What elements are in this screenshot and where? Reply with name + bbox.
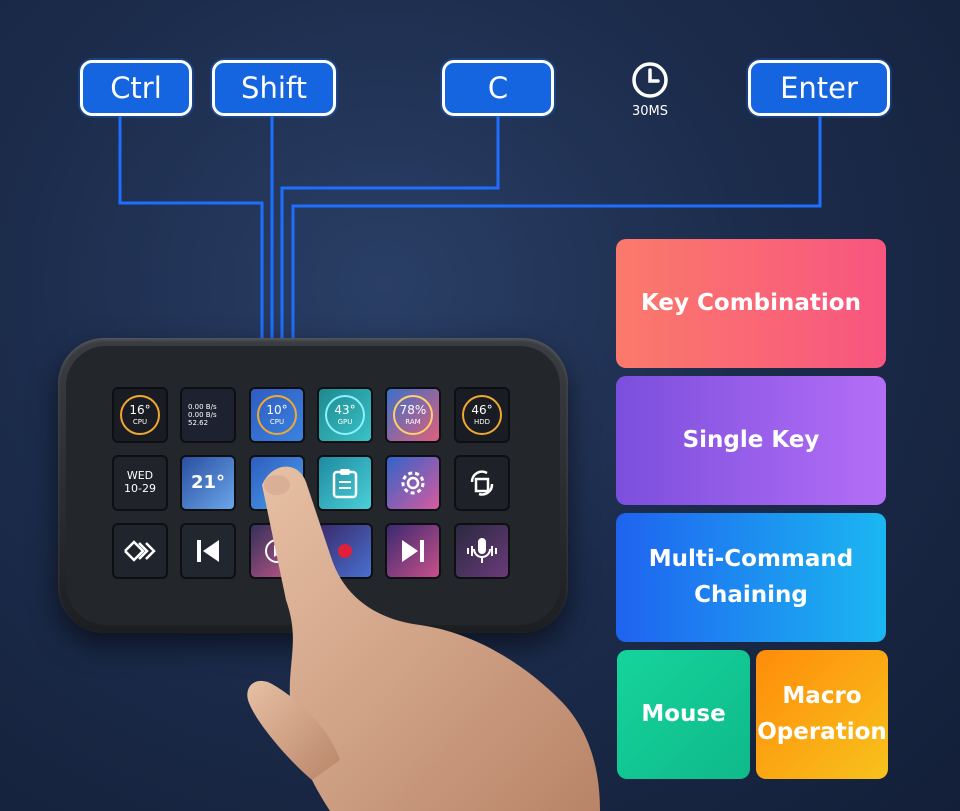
hdd-temp-value: 46°: [471, 403, 493, 418]
gpu-temp-sub: GPU: [337, 417, 353, 426]
cpu-temp-key[interactable]: 16°CPU: [112, 387, 168, 443]
cpu-temp-key-2[interactable]: 10°CPU: [249, 387, 305, 443]
multi-command-label-line1: Multi-Command: [648, 545, 854, 572]
previous-track-key[interactable]: [180, 523, 236, 579]
date: 10-29: [124, 482, 156, 495]
gpu-temp-value: 43°: [334, 403, 356, 418]
microphone-key[interactable]: [454, 523, 510, 579]
clipboard-icon: [332, 469, 358, 499]
macro-operation-tile[interactable]: Macro Operation: [756, 650, 888, 779]
gpu-temp-key[interactable]: 43°GPU: [317, 387, 373, 443]
record-icon: [338, 544, 352, 558]
delay-label: 30MS: [631, 104, 668, 119]
skip-previous-icon: [197, 540, 219, 562]
settings-key[interactable]: [385, 455, 441, 511]
ram-usage-sub: RAM: [405, 417, 421, 426]
hdd-temp-sub: HDD: [473, 417, 491, 426]
macro-label-line1: Macro: [782, 682, 862, 709]
chevrons-key[interactable]: [112, 523, 168, 579]
download-speed: 0.00 B/s: [188, 410, 217, 419]
weather-key[interactable]: 21°: [180, 455, 236, 511]
single-key-label: Single Key: [682, 426, 820, 453]
weather-value: 21°: [190, 471, 226, 493]
ram-usage-value: 78%: [399, 403, 427, 418]
macro-label-line2: Operation: [757, 718, 887, 745]
clock-icon: [632, 62, 668, 98]
enter-key[interactable]: Enter: [748, 60, 890, 116]
weekday: WED: [126, 469, 154, 483]
ctrl-key[interactable]: Ctrl: [80, 60, 192, 116]
gear-icon: [401, 471, 425, 495]
cpu-temp-value: 16°: [129, 403, 151, 418]
rotate-copy-icon: [470, 470, 494, 496]
key-combination-label: Key Combination: [641, 289, 861, 316]
next-track-key[interactable]: [385, 523, 441, 579]
single-key-tile[interactable]: Single Key: [616, 376, 886, 505]
cpu-temp-sub-2: CPU: [269, 417, 285, 426]
cpu-temp-value-2: 10°: [266, 403, 288, 418]
mouse-tile[interactable]: Mouse: [617, 650, 750, 779]
key-combination-tile[interactable]: Key Combination: [616, 239, 886, 368]
mouse-label: Mouse: [641, 700, 726, 727]
c-key[interactable]: C: [442, 60, 554, 116]
microphone-icon: [467, 538, 497, 563]
cpu-temp-sub: CPU: [132, 417, 148, 426]
multi-command-label-line2: Chaining: [694, 581, 808, 608]
skip-next-icon: [402, 540, 424, 562]
rotate-copy-key[interactable]: [454, 455, 510, 511]
multi-command-chaining-tile[interactable]: Multi-Command Chaining: [616, 513, 886, 642]
clipboard-key[interactable]: [317, 455, 373, 511]
ram-usage-key[interactable]: 78%RAM: [385, 387, 441, 443]
date-key[interactable]: WED 10-29: [112, 455, 168, 511]
network-total: 52.62: [188, 419, 209, 428]
delay-indicator: 30MS: [620, 60, 680, 119]
chevrons-right-icon: [124, 540, 156, 562]
hdd-temp-key[interactable]: 46°HDD: [454, 387, 510, 443]
network-key[interactable]: 0.00 B/s 0.00 B/s 52.62: [180, 387, 236, 443]
upload-speed: 0.00 B/s: [188, 402, 217, 411]
shift-key[interactable]: Shift: [212, 60, 336, 116]
